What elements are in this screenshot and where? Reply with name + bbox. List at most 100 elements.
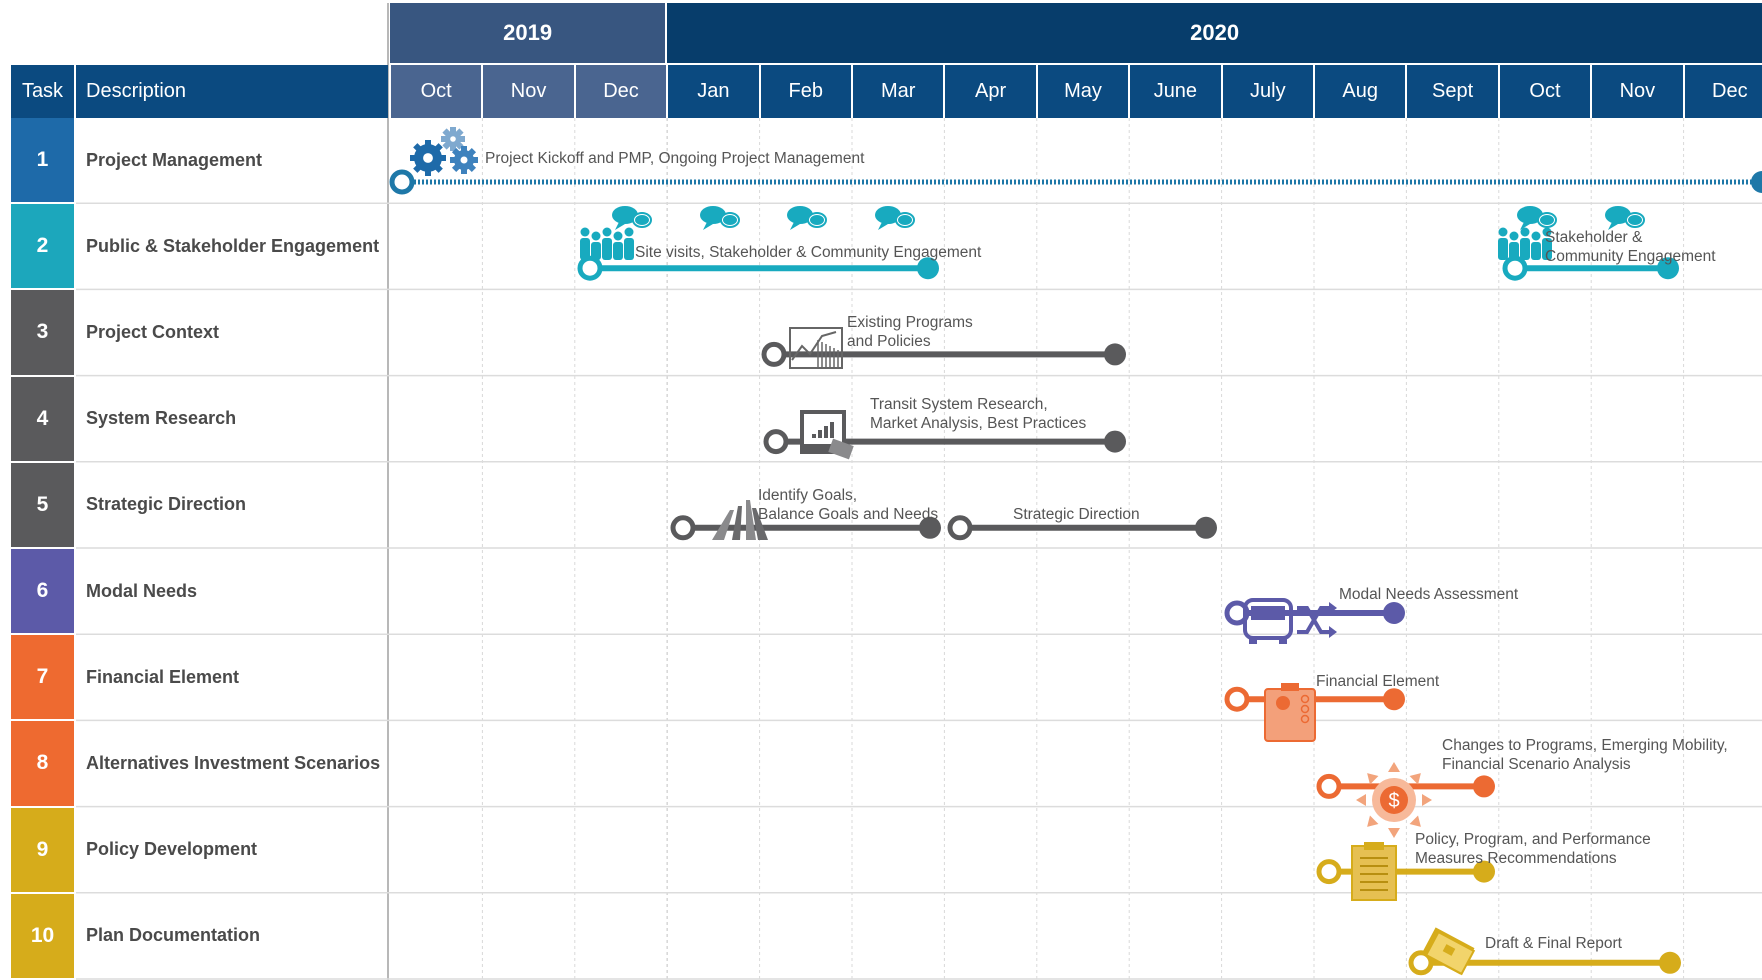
person-head bbox=[1520, 227, 1530, 237]
road-mid bbox=[732, 506, 742, 540]
speech-bubble-tail bbox=[615, 222, 625, 230]
start-marker bbox=[1316, 773, 1342, 799]
speech-bubbles-icon bbox=[1605, 206, 1645, 230]
start-marker bbox=[947, 515, 973, 541]
speech-bubble bbox=[723, 215, 737, 225]
chart-board-icon bbox=[789, 327, 843, 369]
gear-hole bbox=[450, 136, 456, 142]
money-dial bbox=[1300, 704, 1310, 714]
dollar-arrow bbox=[1409, 815, 1421, 827]
research-screen bbox=[804, 414, 842, 444]
person-head bbox=[1531, 231, 1541, 241]
start-marker bbox=[577, 255, 603, 281]
month-header-aug-2020: Aug bbox=[1315, 65, 1406, 118]
speech-bubble bbox=[1628, 215, 1642, 225]
month-header-oct-2019: Oct bbox=[391, 65, 482, 118]
task-description-7: Financial Element bbox=[86, 666, 240, 687]
month-header-feb-2020: Feb bbox=[760, 65, 851, 118]
gear-hole bbox=[423, 153, 433, 163]
activity-label-3: Stakeholder & Community Engagement bbox=[1545, 229, 1716, 265]
report-icon bbox=[1421, 927, 1476, 976]
person-body bbox=[613, 242, 623, 260]
end-marker bbox=[1104, 430, 1126, 453]
person-head bbox=[1498, 227, 1508, 237]
end-marker bbox=[1657, 257, 1679, 280]
person-body bbox=[624, 238, 634, 260]
money-coin bbox=[1276, 696, 1290, 710]
month-header-nov-2019: Nov bbox=[483, 65, 574, 118]
month-header-nov-2020: Nov bbox=[1592, 65, 1683, 118]
dollar-arrow bbox=[1367, 815, 1379, 827]
bus-wheel bbox=[1279, 638, 1287, 644]
speech-bubble bbox=[1540, 215, 1554, 225]
end-marker bbox=[917, 257, 939, 280]
speech-bubble-tail bbox=[790, 222, 800, 230]
task-description-4: System Research bbox=[86, 408, 237, 429]
clipboard-icon bbox=[1351, 842, 1397, 901]
speech-bubble bbox=[612, 206, 638, 224]
task-column-header: Task bbox=[11, 65, 74, 118]
dollar-arrow bbox=[1388, 828, 1400, 838]
bus-wheel bbox=[1249, 638, 1257, 644]
month-header-jan-2020: Jan bbox=[668, 65, 759, 118]
end-marker bbox=[1659, 951, 1681, 974]
speech-bubble-tail bbox=[1520, 222, 1530, 230]
description-column-header: Description bbox=[76, 65, 388, 118]
dollar-arrow bbox=[1422, 794, 1432, 806]
start-marker bbox=[763, 429, 789, 455]
activity-bar-10 bbox=[1316, 773, 1495, 799]
start-marker bbox=[761, 341, 787, 367]
money-dial bbox=[1300, 714, 1310, 724]
speech-bubble bbox=[700, 206, 726, 224]
dollar-arrow bbox=[1388, 762, 1400, 772]
month-header-dec-2020: Dec bbox=[1684, 65, 1762, 118]
research-bar bbox=[818, 430, 822, 438]
start-marker bbox=[389, 169, 415, 195]
person-head bbox=[613, 231, 623, 241]
speech-bubble-tail bbox=[878, 222, 888, 230]
activity-bar-1 bbox=[389, 169, 1762, 195]
task-number-1: 1 bbox=[11, 118, 74, 203]
person-body bbox=[1498, 238, 1508, 260]
month-header-may-2020: May bbox=[1037, 65, 1129, 118]
task-description-5: Strategic Direction bbox=[86, 494, 247, 515]
people-icon bbox=[1498, 227, 1552, 260]
speech-bubbles-icon bbox=[875, 206, 915, 230]
speech-bubble bbox=[1517, 206, 1543, 224]
bus-window bbox=[1251, 606, 1285, 620]
task-description-2: Public & Stakeholder Engagement bbox=[86, 235, 380, 256]
dollar-arrow bbox=[1409, 773, 1421, 785]
research-bar bbox=[830, 422, 834, 438]
speech-bubble bbox=[875, 206, 901, 224]
speech-bubble-tail bbox=[1608, 222, 1618, 230]
end-marker bbox=[1473, 860, 1495, 883]
person-body bbox=[580, 238, 590, 260]
dollar-coin bbox=[1380, 786, 1408, 814]
end-marker bbox=[1383, 602, 1405, 624]
start-marker bbox=[670, 515, 696, 541]
board-trend bbox=[791, 331, 837, 361]
task-number-8: 8 bbox=[11, 721, 74, 806]
research-bar bbox=[812, 434, 816, 438]
research-icon bbox=[800, 410, 854, 460]
road-side bbox=[746, 500, 756, 540]
activity-label-8: Modal Needs Assessment bbox=[1339, 586, 1519, 603]
road-icon bbox=[712, 500, 768, 540]
clipboard-clip bbox=[1364, 842, 1384, 850]
speech-bubbles-icon bbox=[700, 206, 740, 230]
person-head bbox=[602, 227, 612, 237]
activity-label-7: Strategic Direction bbox=[1013, 506, 1140, 523]
speech-bubble bbox=[810, 215, 824, 225]
dollar-arrow bbox=[1367, 773, 1379, 785]
task-description-1: Project Management bbox=[86, 149, 263, 170]
speech-bubble bbox=[1605, 206, 1631, 224]
people-icon bbox=[580, 227, 634, 260]
task-number-7: 7 bbox=[11, 635, 74, 720]
activity-label-5: Transit System Research, Market Analysis… bbox=[870, 396, 1087, 432]
end-marker bbox=[1104, 343, 1126, 366]
gear-hole bbox=[460, 156, 468, 164]
person-head bbox=[580, 227, 590, 237]
money-box-icon bbox=[1264, 683, 1316, 742]
